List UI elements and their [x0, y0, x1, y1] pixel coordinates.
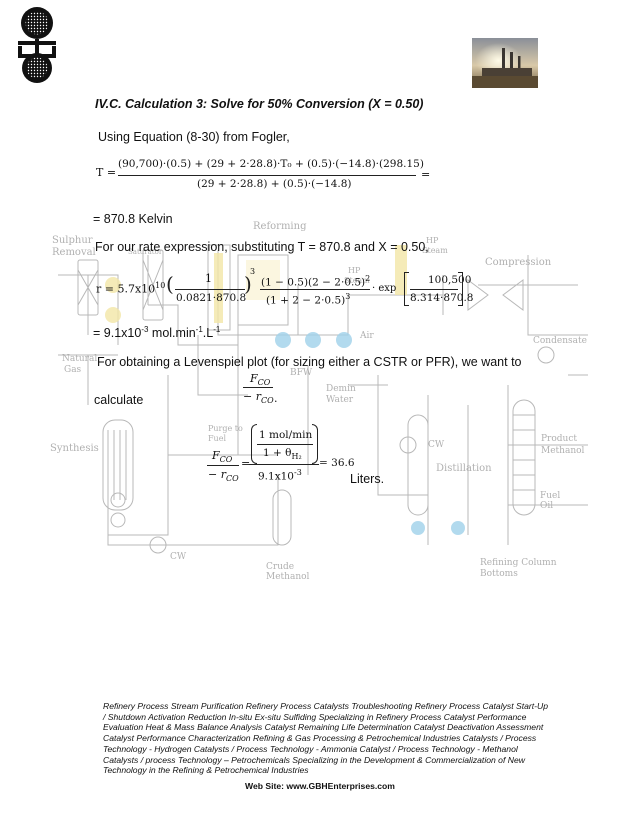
exp-function: · exp — [372, 283, 397, 294]
diagram-label: Methanol — [541, 446, 585, 456]
ratio-numerator: FCO — [250, 372, 271, 388]
footer-services: Refinery Process Stream Purification Ref… — [103, 701, 548, 776]
diagram-label: Water — [326, 395, 354, 405]
bracket-open — [404, 272, 409, 306]
rate-result: = 9.1x10-3 mol.min-1.L-1 — [93, 325, 221, 341]
calculate-label: calculate — [94, 393, 144, 407]
fraction2-denominator: (1 + 2 − 2·0.5)3 — [266, 292, 351, 307]
outer-denominator: 9.1x10-3 — [258, 468, 302, 483]
diagram-label: Gas — [64, 365, 82, 375]
final-lhs-denominator: − rCO — [208, 468, 239, 484]
diagram-label: BFW — [290, 368, 313, 378]
temperature-result: = 870.8 Kelvin — [93, 212, 173, 226]
methanol-process-diagram: Sulphur Removal Reforming Saturator HP S… — [50, 221, 588, 582]
levenspiel-text: For obtaining a Levenspiel plot (for siz… — [97, 355, 522, 369]
diagram-label: Reforming — [253, 221, 307, 232]
diagram-label: Fuel — [540, 491, 560, 501]
rate-lhs: r = 5.7x1010 — [96, 281, 166, 296]
paren-close: ) — [244, 272, 252, 296]
rate-expression-text: For our rate expression, substituting T … — [95, 240, 429, 254]
section-heading: IV.C. Calculation 3: Solve for 50% Conve… — [95, 97, 424, 111]
diagram-label: Compression — [485, 257, 552, 268]
diagram-label: Bottoms — [480, 569, 518, 579]
diagram-label: Steam — [344, 276, 370, 285]
fraction-bar — [118, 175, 416, 176]
fraction-bar — [243, 387, 273, 388]
temperature-lhs: T = — [96, 166, 117, 179]
paren-close — [312, 424, 318, 464]
refinery-photo — [472, 38, 538, 88]
fraction-bar — [257, 444, 313, 445]
final-result: = 36.6 — [319, 457, 355, 469]
diagram-label: HP — [348, 266, 361, 275]
bracket-close — [458, 272, 463, 306]
diagram-label: Distillation — [436, 463, 492, 474]
company-logo-icon — [18, 7, 56, 83]
diagram-label: Saturator — [128, 248, 163, 256]
fraction1-denominator: 0.0821·870.8 — [176, 292, 247, 304]
fraction2-numerator: (1 − 0.5)(2 − 2·0.5)2 — [261, 274, 371, 289]
inner-denominator: 1 + θH₂ — [263, 447, 302, 462]
inner-numerator: 1 mol/min — [259, 429, 313, 441]
diagram-label: Sulphur — [52, 235, 93, 246]
liters-label: Liters. — [350, 472, 385, 486]
fraction3-numerator: 100,500 — [428, 274, 472, 286]
fraction-bar — [249, 464, 319, 465]
diagram-label: Air — [359, 331, 374, 341]
diagram-label: CW — [170, 552, 187, 562]
temperature-denominator: (29 + 2·28.8) + (0.5)·(−14.8) — [197, 178, 352, 190]
diagram-label: Condensate — [533, 336, 587, 346]
diagram-label: Removal — [52, 247, 96, 258]
diagram-label: Natural — [62, 354, 97, 364]
diagram-label: Product — [541, 434, 577, 444]
power-3: 3 — [250, 267, 256, 276]
diagram-label: Refining Column — [480, 558, 557, 568]
fraction-bar — [207, 465, 239, 466]
fraction-bar — [175, 289, 245, 290]
diagram-label: Purge to — [208, 424, 243, 433]
equals-sign: = — [241, 457, 251, 470]
fraction3-denominator: 8.314·870.8 — [410, 292, 474, 304]
fraction-bar — [260, 289, 370, 290]
paren-open: ( — [166, 272, 174, 296]
paren-open — [251, 424, 257, 464]
diagram-label: CW — [428, 440, 445, 450]
fraction-bar — [410, 289, 458, 290]
diagram-label: Methanol — [266, 572, 310, 582]
website-link[interactable]: Web Site: www.GBHEnterprises.com — [245, 781, 395, 791]
fraction1-numerator: 1 — [205, 272, 212, 285]
diagram-label: Demin — [326, 384, 356, 394]
ratio-denominator: − rCO — [243, 390, 274, 406]
temperature-numerator: (90,700)·(0.5) + (29 + 2·28.8)·T₀ + (0.5… — [118, 158, 424, 170]
diagram-label: Oil — [540, 501, 553, 511]
diagram-label: Steam — [422, 246, 448, 255]
diagram-label: Synthesis — [50, 443, 99, 454]
diagram-label: Fuel — [208, 434, 226, 443]
temperature-equals: = — [421, 168, 431, 181]
ratio-period: . — [274, 392, 278, 405]
intro-text: Using Equation (8-30) from Fogler, — [98, 130, 290, 144]
diagram-label: Crude — [266, 562, 294, 572]
final-lhs-numerator: FCO — [212, 449, 233, 465]
diagram-label: HP — [426, 236, 439, 245]
